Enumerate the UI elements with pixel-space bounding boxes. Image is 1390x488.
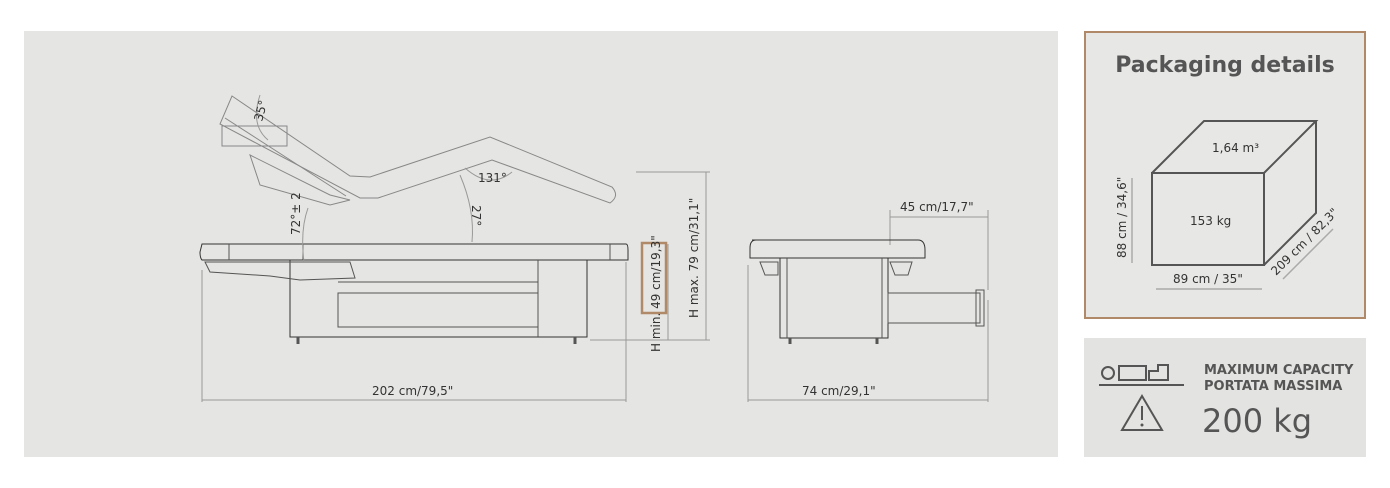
angle-131-label: 131°: [478, 171, 507, 185]
dimension-lines: [201, 171, 989, 402]
extension-label: 45 cm/17,7": [900, 200, 974, 214]
volume-label: 1,64 m³: [1212, 141, 1259, 155]
h-min-highlight: [640, 241, 668, 315]
angle-72-label: 72°± 2: [289, 192, 303, 235]
length-label-pack: 209 cm / 82,3": [1268, 205, 1341, 278]
capacity-label-en: MAXIMUM CAPACITY: [1204, 363, 1354, 378]
technical-drawing: 35° 72°± 2 131° 27° 202 cm/79,5" H min. …: [199, 94, 989, 402]
weight-label: 153 kg: [1190, 214, 1231, 228]
h-min-label: H min. 49 cm/19,3": [649, 235, 663, 352]
maximum-capacity-box: MAXIMUM CAPACITY PORTATA MASSIMA 200 kg: [1084, 338, 1366, 457]
length-label: 202 cm/79,5": [372, 384, 453, 398]
load-warning-icon: [1099, 364, 1184, 431]
width-label-pack: 89 cm / 35": [1173, 272, 1243, 286]
width-label: 74 cm/29,1": [802, 384, 876, 398]
side-view-table: [199, 94, 629, 344]
angle-27-label: 27°: [469, 205, 483, 226]
front-view-table: [749, 239, 985, 344]
h-max-label: H max. 79 cm/31,1": [687, 198, 701, 318]
capacity-value: 200 kg: [1202, 402, 1313, 440]
height-label: 88 cm / 34,6": [1115, 177, 1129, 258]
packaging-title: Packaging details: [1115, 53, 1335, 78]
angle-35-label: 35°: [251, 99, 270, 123]
packaging-details-box: Packaging details 1,64 m³ 153 kg 88 cm /…: [1084, 31, 1366, 319]
package-cube-icon: 1,64 m³ 153 kg 88 cm / 34,6" 89 cm / 35"…: [1115, 120, 1341, 290]
capacity-label-it: PORTATA MASSIMA: [1204, 379, 1343, 394]
